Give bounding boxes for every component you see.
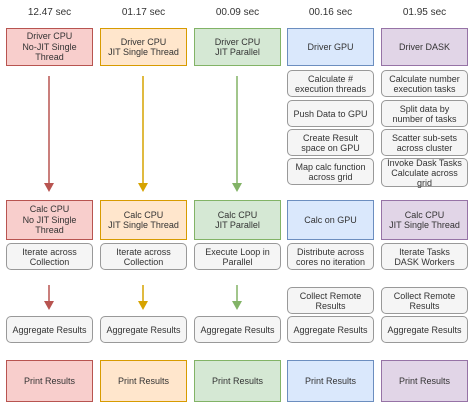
driver-box: Driver GPU (287, 28, 374, 66)
column-cpu-jit-single: 01.17 sec Driver CPU JIT Single Thread C… (100, 0, 187, 409)
driver-step: Split data by number of tasks (381, 100, 468, 127)
aggregate-step: Aggregate Results (6, 316, 93, 343)
calc-step: Iterate across Collection (100, 243, 187, 270)
aggregate-step: Aggregate Results (287, 316, 374, 343)
driver-step: Scatter sub-sets across cluster (381, 129, 468, 156)
driver-box: Driver CPU JIT Parallel (194, 28, 281, 66)
calc-box: Calc CPU JIT Single Thread (381, 200, 468, 240)
aggregate-step: Aggregate Results (194, 316, 281, 343)
calc-step: Distribute across cores no iteration (287, 243, 374, 270)
print-box: Print Results (381, 360, 468, 402)
aggregate-step: Aggregate Results (100, 316, 187, 343)
print-box: Print Results (100, 360, 187, 402)
aggregate-step: Aggregate Results (381, 316, 468, 343)
print-box: Print Results (287, 360, 374, 402)
flow-arrow (232, 285, 242, 310)
column-timing: 01.95 sec (402, 7, 447, 18)
driver-step: Invoke Dask Tasks Calculate across grid (381, 158, 468, 188)
column-timing: 00.16 sec (308, 7, 353, 18)
calc-step: Iterate across Collection (6, 243, 93, 270)
column-dask: 01.95 sec Driver DASK Calculate number e… (381, 0, 468, 409)
column-timing: 12.47 sec (27, 7, 72, 18)
driver-step: Calculate number execution tasks (381, 70, 468, 97)
driver-step: Push Data to GPU (287, 100, 374, 127)
column-cpu-jit-parallel: 00.09 sec Driver CPU JIT Parallel Calc C… (194, 0, 281, 409)
collect-step: Collect Remote Results (381, 287, 468, 314)
driver-box: Driver CPU No-JIT Single Thread (6, 28, 93, 66)
driver-box: Driver CPU JIT Single Thread (100, 28, 187, 66)
calc-box: Calc CPU No JIT Single Thread (6, 200, 93, 240)
calc-box: Calc CPU JIT Parallel (194, 200, 281, 240)
print-box: Print Results (194, 360, 281, 402)
driver-step: Create Result space on GPU (287, 129, 374, 156)
flow-arrow (138, 76, 148, 192)
flow-arrow (44, 285, 54, 310)
column-gpu: 00.16 sec Driver GPU Calculate # executi… (287, 0, 374, 409)
calc-step: Iterate Tasks DASK Workers (381, 243, 468, 270)
flow-arrow (138, 285, 148, 310)
calc-box: Calc on GPU (287, 200, 374, 240)
driver-box: Driver DASK (381, 28, 468, 66)
column-timing: 00.09 sec (215, 7, 260, 18)
calc-step: Execute Loop in Parallel (194, 243, 281, 270)
driver-step: Map calc function across grid (287, 158, 374, 185)
column-cpu-no-jit: 12.47 sec Driver CPU No-JIT Single Threa… (6, 0, 93, 409)
column-timing: 01.17 sec (121, 7, 166, 18)
flow-arrow (44, 76, 54, 192)
calc-box: Calc CPU JIT Single Thread (100, 200, 187, 240)
collect-step: Collect Remote Results (287, 287, 374, 314)
print-box: Print Results (6, 360, 93, 402)
flow-arrow (232, 76, 242, 192)
driver-step: Calculate # execution threads (287, 70, 374, 97)
